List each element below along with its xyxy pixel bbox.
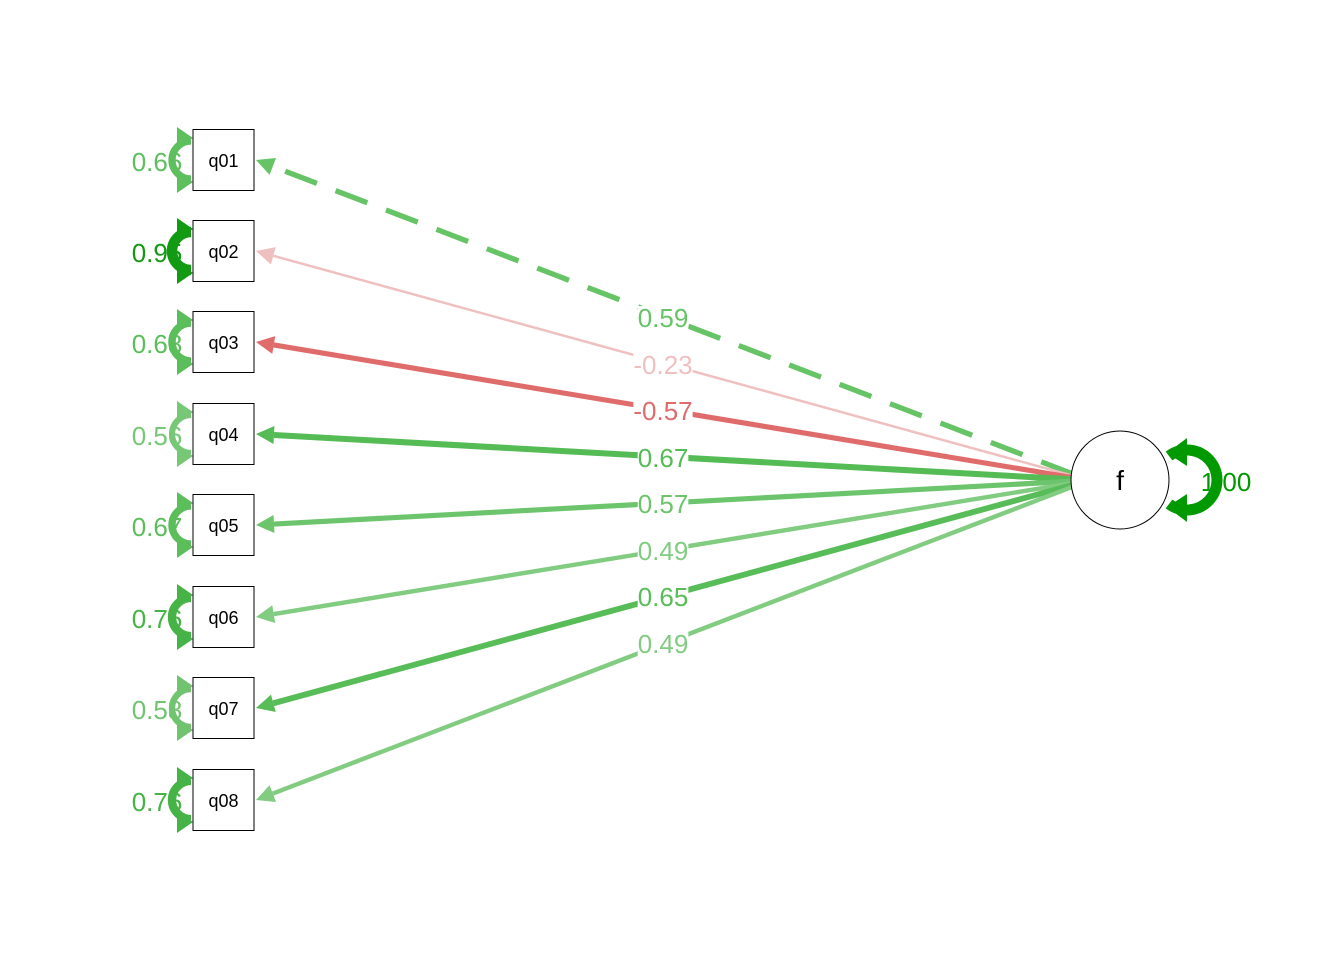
latent-label: f bbox=[1116, 465, 1124, 496]
arrowhead-icon bbox=[256, 426, 275, 444]
arrowhead-icon bbox=[177, 811, 193, 833]
arrowhead-icon bbox=[177, 262, 193, 284]
loading-label-q06: 0.49 bbox=[638, 536, 689, 566]
arrowhead-icon bbox=[177, 309, 193, 331]
indicator-box-q07 bbox=[192, 677, 255, 739]
loading-label-q07: 0.65 bbox=[638, 582, 689, 612]
loading-label-q02: -0.23 bbox=[633, 350, 692, 380]
indicator-box-q05 bbox=[192, 494, 255, 556]
arrowhead-icon bbox=[177, 127, 193, 149]
loading-label-bg bbox=[637, 585, 689, 609]
arrowhead-icon bbox=[177, 584, 193, 606]
arrowhead-icon bbox=[177, 767, 193, 789]
residual-label-q07: 0.58 bbox=[132, 695, 183, 725]
arrowhead-icon bbox=[256, 515, 275, 534]
arrowhead-icon bbox=[256, 158, 277, 175]
loading-label-q03: -0.57 bbox=[633, 396, 692, 426]
arrowhead-icon bbox=[177, 536, 193, 558]
loading-label-bg bbox=[637, 539, 689, 563]
arrowhead-icon bbox=[256, 694, 276, 712]
arrowhead-icon bbox=[1167, 494, 1187, 522]
loading-label-bg bbox=[637, 632, 689, 656]
edges bbox=[256, 158, 1074, 802]
residual-label-q02: 0.95 bbox=[132, 238, 183, 268]
arrowhead-icon bbox=[256, 247, 276, 265]
arrowhead-icon bbox=[256, 785, 277, 802]
indicator-label: q03 bbox=[208, 333, 238, 353]
arrowhead-icon bbox=[177, 353, 193, 375]
indicator-box-q04 bbox=[192, 403, 255, 465]
indicator-box-q06 bbox=[192, 586, 255, 648]
arrowhead-icon bbox=[177, 675, 193, 697]
indicator-box-q02 bbox=[192, 220, 255, 282]
loading-edge-q01 bbox=[271, 163, 1074, 477]
loading-label-q04: 0.67 bbox=[638, 443, 689, 473]
residual-label-q06: 0.76 bbox=[132, 604, 183, 634]
loading-label-bg bbox=[633, 353, 693, 377]
arrowhead-icon bbox=[177, 628, 193, 650]
loading-label-bg bbox=[637, 446, 689, 470]
arrowhead-icon bbox=[177, 719, 193, 741]
indicator-label: q06 bbox=[208, 608, 238, 628]
arrowhead-icon bbox=[256, 336, 276, 354]
indicator-label: q05 bbox=[208, 516, 238, 536]
indicator-label: q04 bbox=[208, 425, 238, 445]
indicator-box-q08 bbox=[192, 769, 255, 831]
arrowhead-icon bbox=[256, 605, 276, 623]
edge-labels: 0.59 -0.23 -0.57 0.67 0.57 0.49 0.65 0.49 bbox=[633, 303, 693, 659]
loading-label-bg bbox=[637, 306, 689, 330]
residual-label-q05: 0.67 bbox=[132, 512, 183, 542]
indicator-box-q01 bbox=[192, 129, 255, 191]
arrowhead-icon bbox=[177, 171, 193, 193]
indicator-label: q02 bbox=[208, 242, 238, 262]
residual-label-q08: 0.76 bbox=[132, 787, 183, 817]
arrowhead-icon bbox=[177, 445, 193, 467]
arrowhead-icon bbox=[177, 401, 193, 423]
loading-label-bg bbox=[633, 399, 693, 423]
residual-label-q03: 0.68 bbox=[132, 329, 183, 359]
loading-label-q08: 0.49 bbox=[638, 629, 689, 659]
arrowhead-icon bbox=[177, 218, 193, 240]
latent-variance-label: 1.00 bbox=[1201, 467, 1252, 497]
residual-label-q04: 0.56 bbox=[132, 421, 183, 451]
loading-label-q01: 0.59 bbox=[638, 303, 689, 333]
arrowhead-icon bbox=[1167, 438, 1187, 466]
latent-node-f bbox=[1070, 430, 1170, 530]
residual-label-q01: 0.66 bbox=[132, 147, 183, 177]
loading-label-q05: 0.57 bbox=[638, 489, 689, 519]
indicator-box-q03 bbox=[192, 311, 255, 373]
indicator-label: q07 bbox=[208, 699, 238, 719]
loading-label-bg bbox=[637, 492, 689, 516]
indicator-label: q08 bbox=[208, 791, 238, 811]
arrowhead-icon bbox=[177, 492, 193, 514]
indicator-label: q01 bbox=[208, 151, 238, 171]
